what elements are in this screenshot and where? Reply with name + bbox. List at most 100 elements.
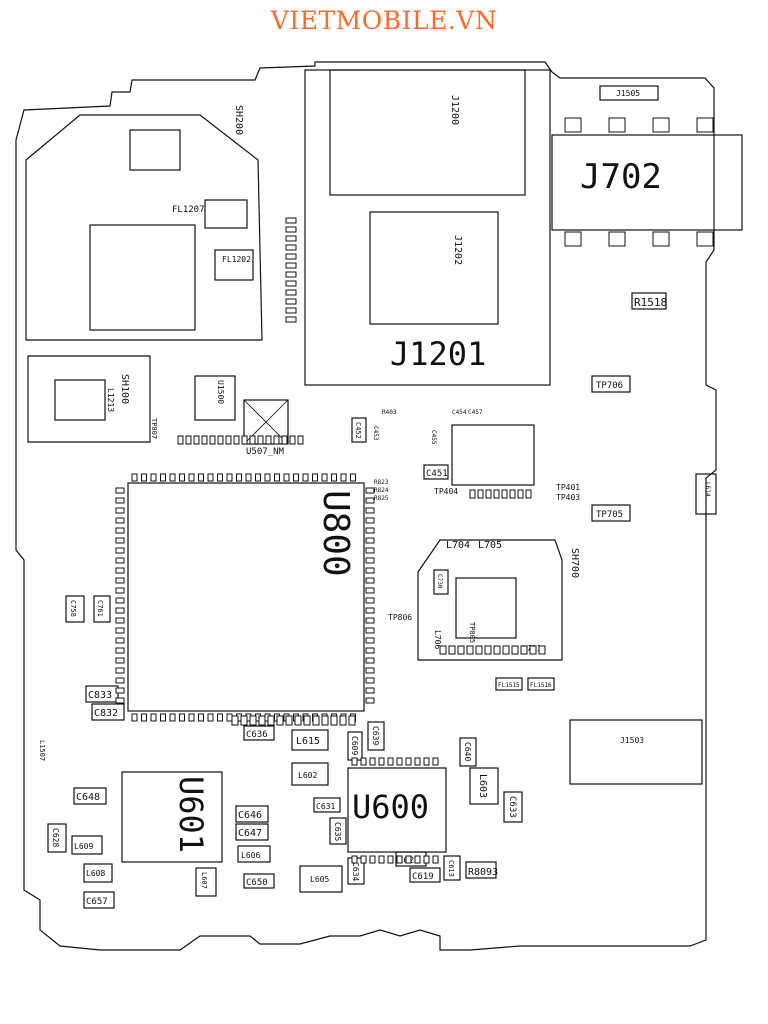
pad <box>285 289 297 296</box>
label-tp403: TP403 <box>556 493 580 502</box>
pad <box>294 715 302 726</box>
passives-bottom: L615 L602 L603 L605 L606 L607 L608 L609 … <box>38 409 555 909</box>
pad <box>517 489 524 499</box>
pad <box>448 645 456 655</box>
pad <box>340 473 347 482</box>
pad <box>378 855 385 864</box>
pad <box>115 647 125 654</box>
label-sh200: SH200 <box>233 105 244 135</box>
pad <box>115 577 125 584</box>
pad <box>351 855 358 864</box>
label-c640: C640 <box>463 742 472 761</box>
label-c628: C628 <box>51 828 60 847</box>
pad <box>115 627 125 634</box>
pad <box>285 298 297 305</box>
pad <box>511 645 519 655</box>
pad <box>350 473 356 482</box>
label-c648: C648 <box>76 792 100 803</box>
pad <box>160 713 166 722</box>
pad <box>469 489 476 499</box>
pad <box>258 715 266 726</box>
pad <box>365 517 375 524</box>
pad <box>439 645 447 655</box>
label-c619: C619 <box>412 872 434 882</box>
pad <box>312 473 318 482</box>
label-c647: C647 <box>238 828 262 839</box>
pad <box>466 645 474 655</box>
pad <box>209 435 216 445</box>
pad <box>115 697 125 704</box>
label-sh700: SH700 <box>569 548 580 578</box>
pad <box>365 547 375 554</box>
pad <box>405 855 412 864</box>
connector-j702: J702 J1505 <box>551 85 743 231</box>
label-tp807: TP807 <box>150 418 158 439</box>
label-tp805: TP805 <box>468 622 476 643</box>
pad <box>281 435 288 445</box>
pad <box>201 435 208 445</box>
pad <box>115 507 125 514</box>
pad <box>365 647 375 654</box>
pad <box>226 713 233 722</box>
label-u507: U507_NM <box>246 447 285 457</box>
pad <box>414 757 421 766</box>
board-outline <box>15 61 717 951</box>
pad <box>529 645 537 655</box>
pad <box>396 757 403 766</box>
pad <box>339 715 347 726</box>
pad <box>115 597 125 604</box>
pad <box>297 435 304 445</box>
pad-rows <box>115 117 714 864</box>
pad <box>564 117 582 133</box>
pad <box>405 757 412 766</box>
pad <box>423 757 430 766</box>
label-c730: C730 <box>436 574 443 589</box>
label-r823: R823 <box>374 479 389 486</box>
pad <box>236 473 242 482</box>
label-fl1515: FL1515 <box>498 682 520 689</box>
connector-j1201: J1201 J1200 J1202 <box>304 69 551 386</box>
label-c454: C454 <box>452 409 467 416</box>
pad <box>233 435 240 445</box>
pad <box>365 567 375 574</box>
pad <box>525 489 532 499</box>
pad <box>502 645 510 655</box>
pad <box>365 637 375 644</box>
pad <box>245 473 252 482</box>
pad <box>150 473 157 482</box>
label-r825: R825 <box>374 495 389 502</box>
pad <box>475 645 483 655</box>
pad <box>255 473 261 482</box>
pad <box>396 855 403 864</box>
label-l609: L609 <box>74 842 93 851</box>
pad <box>198 713 204 722</box>
label-l603: L603 <box>477 774 488 798</box>
pad <box>564 231 582 247</box>
label-u1500: U1500 <box>216 380 225 404</box>
pad <box>608 231 626 247</box>
label-tp806: TP806 <box>388 613 412 622</box>
pad <box>285 280 297 287</box>
pad <box>267 715 275 726</box>
label-c452: C452 <box>354 422 362 439</box>
pad <box>273 435 280 445</box>
label-l606: L606 <box>241 851 260 860</box>
diode-d1502: L614 <box>695 473 717 515</box>
pad <box>432 855 439 864</box>
shield-sh100: SH100 L1213 <box>27 355 151 443</box>
label-l605: L605 <box>310 875 329 884</box>
label-sh100: SH100 <box>119 374 130 404</box>
pad <box>493 645 501 655</box>
pad <box>264 473 271 482</box>
pad <box>365 657 375 664</box>
pad <box>285 316 297 323</box>
label-fl1207: FL1207 <box>172 205 205 215</box>
label-u601: U601 <box>172 776 210 853</box>
ic-u600: U600 <box>347 767 447 853</box>
pad <box>378 757 385 766</box>
pad <box>226 473 233 482</box>
pad <box>217 435 224 445</box>
label-l1507: L1507 <box>38 740 46 761</box>
label-c639: C639 <box>371 726 380 745</box>
label-l706: L706 <box>433 630 442 649</box>
